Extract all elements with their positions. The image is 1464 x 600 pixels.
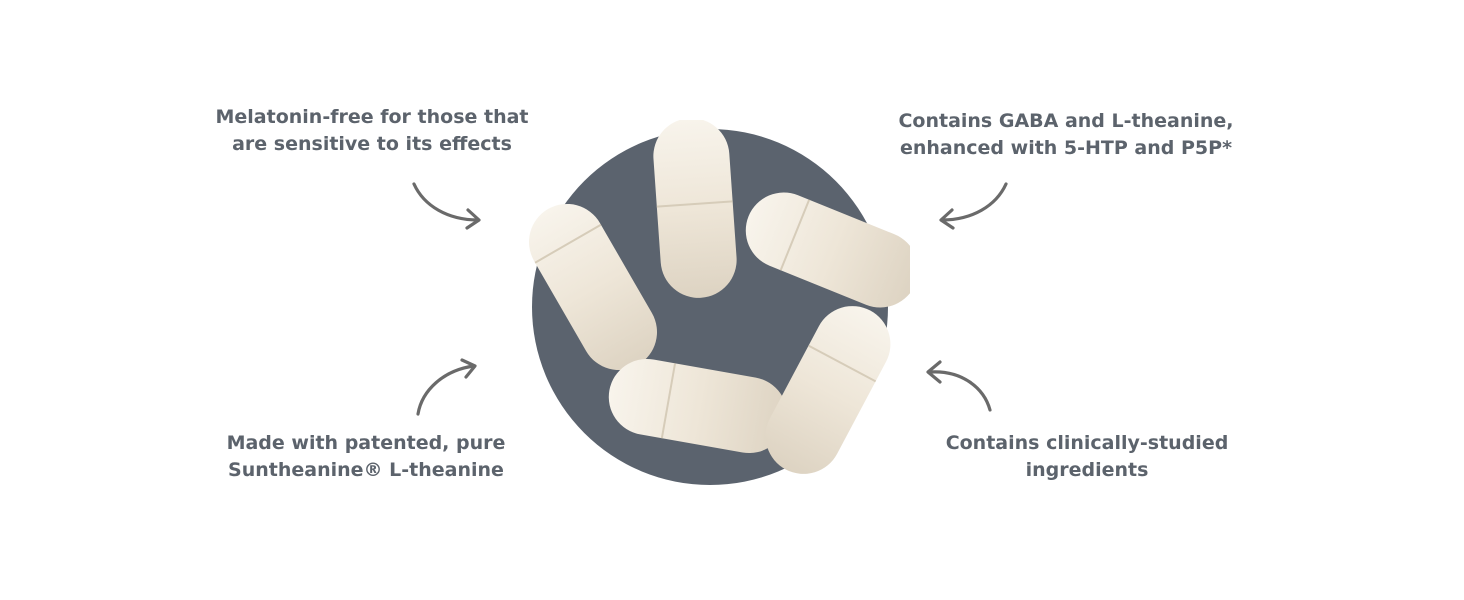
capsules-product-image [529, 120, 910, 485]
callout-clinically-studied: Contains clinically-studied ingredients [920, 430, 1254, 484]
callout-clinically-studied-line-1: Contains clinically-studied [945, 432, 1229, 454]
callout-gaba-l-theanine-line-1: Contains GABA and L-theanine, [898, 110, 1234, 132]
curved-arrow-icon [412, 182, 481, 230]
capsule-icon [765, 306, 891, 474]
callout-gaba-l-theanine: Contains GABA and L-theanine, enhanced w… [870, 108, 1262, 162]
capsule-icon [529, 203, 657, 371]
curved-arrow-icon [926, 360, 992, 412]
callout-melatonin-free-line-2: are sensitive to its effects [232, 133, 512, 155]
capsule-icon [653, 120, 737, 298]
capsule-icon [745, 192, 910, 308]
capsule-icon [608, 358, 788, 454]
callout-melatonin-free: Melatonin-free for those that are sensit… [190, 104, 554, 158]
callout-melatonin-free-line-1: Melatonin-free for those that [215, 106, 529, 128]
curved-arrow-icon [416, 358, 477, 416]
curved-arrow-icon [939, 182, 1008, 230]
callout-suntheanine-line-1: Made with patented, pure [226, 432, 506, 454]
callout-clinically-studied-line-2: ingredients [1025, 459, 1149, 481]
callout-gaba-l-theanine-line-2: enhanced with 5-HTP and P5P* [899, 137, 1233, 159]
callout-suntheanine: Made with patented, pure Suntheanine® L-… [196, 430, 536, 484]
callout-suntheanine-line-2: Suntheanine® L-theanine [228, 459, 504, 481]
